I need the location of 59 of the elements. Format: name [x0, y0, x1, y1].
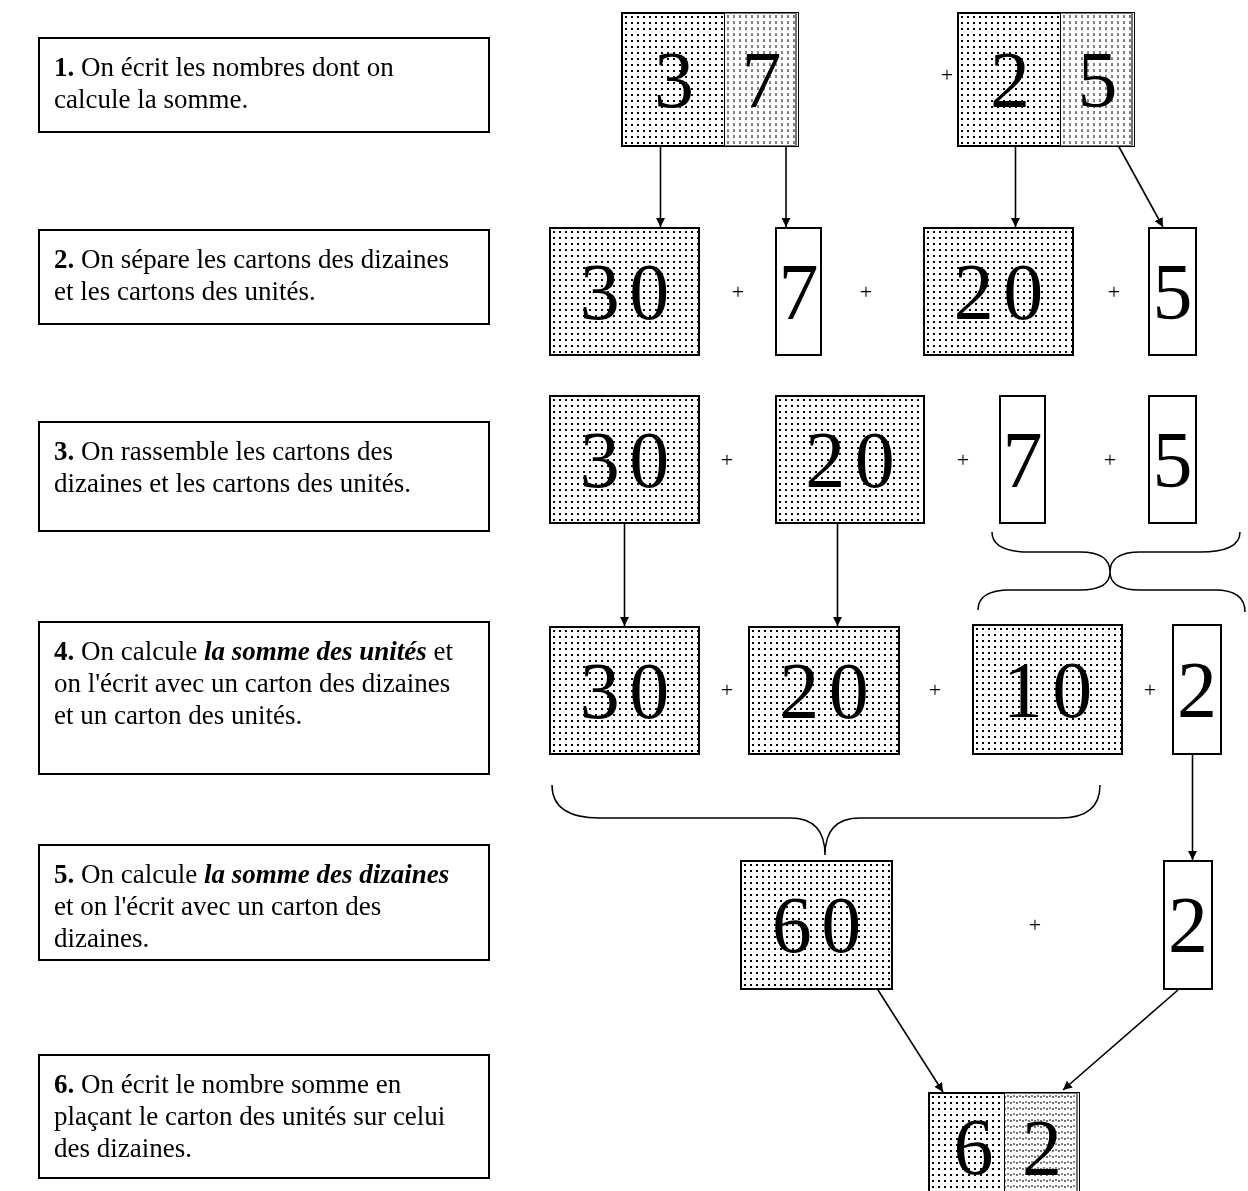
- plus-sign: +: [928, 679, 942, 701]
- tens-card: [549, 227, 700, 356]
- step-text: 1. On écrit les nombres dont on calcule la somme.: [54, 51, 395, 115]
- arrow: [620, 523, 629, 627]
- step-text: 2. On sépare les cartons des dizaines et les cartons des unités.: [54, 243, 451, 307]
- units-card: [1148, 395, 1197, 524]
- tens-card: [549, 626, 700, 755]
- plus-sign: +: [1107, 281, 1121, 303]
- tens-card: [621, 12, 797, 147]
- plus-sign: +: [940, 64, 954, 86]
- units-card: [1060, 12, 1135, 147]
- plus-sign: +: [956, 449, 970, 471]
- tens-card: [549, 395, 700, 524]
- tens-card: [957, 12, 1133, 147]
- step-box: [38, 1054, 490, 1179]
- plus-sign: +: [1143, 679, 1157, 701]
- step-box: [38, 421, 490, 532]
- plus-sign: +: [1028, 914, 1042, 936]
- tens-card: [928, 1092, 1078, 1191]
- units-card: [775, 227, 822, 356]
- card-number: 2: [1168, 885, 1208, 965]
- units-card: [724, 12, 799, 147]
- card-number: 2: [1022, 1108, 1062, 1188]
- step-box: [38, 844, 490, 961]
- step-text: 6. On écrit le nombre somme en plaçant le carton des unités sur celui des dizaines.: [54, 1068, 447, 1164]
- tens-card: [748, 626, 900, 755]
- card-number: 7: [1002, 419, 1043, 500]
- plus-sign: +: [1103, 449, 1117, 471]
- plus-sign: +: [720, 449, 734, 471]
- step-text: 3. On rassemble les cartons des dizaines et les cartons des unités.: [54, 435, 412, 499]
- tens-card: [972, 624, 1123, 755]
- arrow: [1062, 989, 1179, 1091]
- card-number: 5: [1152, 419, 1193, 500]
- tens-card: [775, 395, 925, 524]
- tens-card: [923, 227, 1074, 356]
- step-box: [38, 621, 490, 775]
- card-number: 5: [1152, 251, 1193, 332]
- card-number: 5: [1077, 39, 1118, 120]
- units-card: [1148, 227, 1197, 356]
- card-number: 2: [1177, 649, 1217, 730]
- step-box: [38, 229, 490, 325]
- units-card: [999, 395, 1046, 524]
- arrow: [656, 146, 665, 228]
- units-card: [1163, 860, 1213, 990]
- step-box: [38, 37, 490, 133]
- arrow: [1188, 754, 1197, 861]
- units-card: [1172, 624, 1222, 755]
- plus-sign: +: [720, 679, 734, 701]
- step-text: 5. On calcule la somme des dizaines et on l'écrit avec un carton des dizaines.: [54, 858, 451, 954]
- plus-sign: +: [859, 281, 873, 303]
- plus-sign: +: [731, 281, 745, 303]
- arrow: [877, 989, 944, 1093]
- step-text: 4. On calcule la somme des unités et on l'écrit avec un carton des dizaines et un carton des unités.: [54, 635, 454, 731]
- card-number: 7: [741, 39, 782, 120]
- arrow: [1011, 146, 1020, 228]
- card-number: 7: [778, 251, 819, 332]
- units-card: [1004, 1092, 1080, 1191]
- tens-card: [740, 860, 893, 990]
- arrow: [833, 523, 842, 627]
